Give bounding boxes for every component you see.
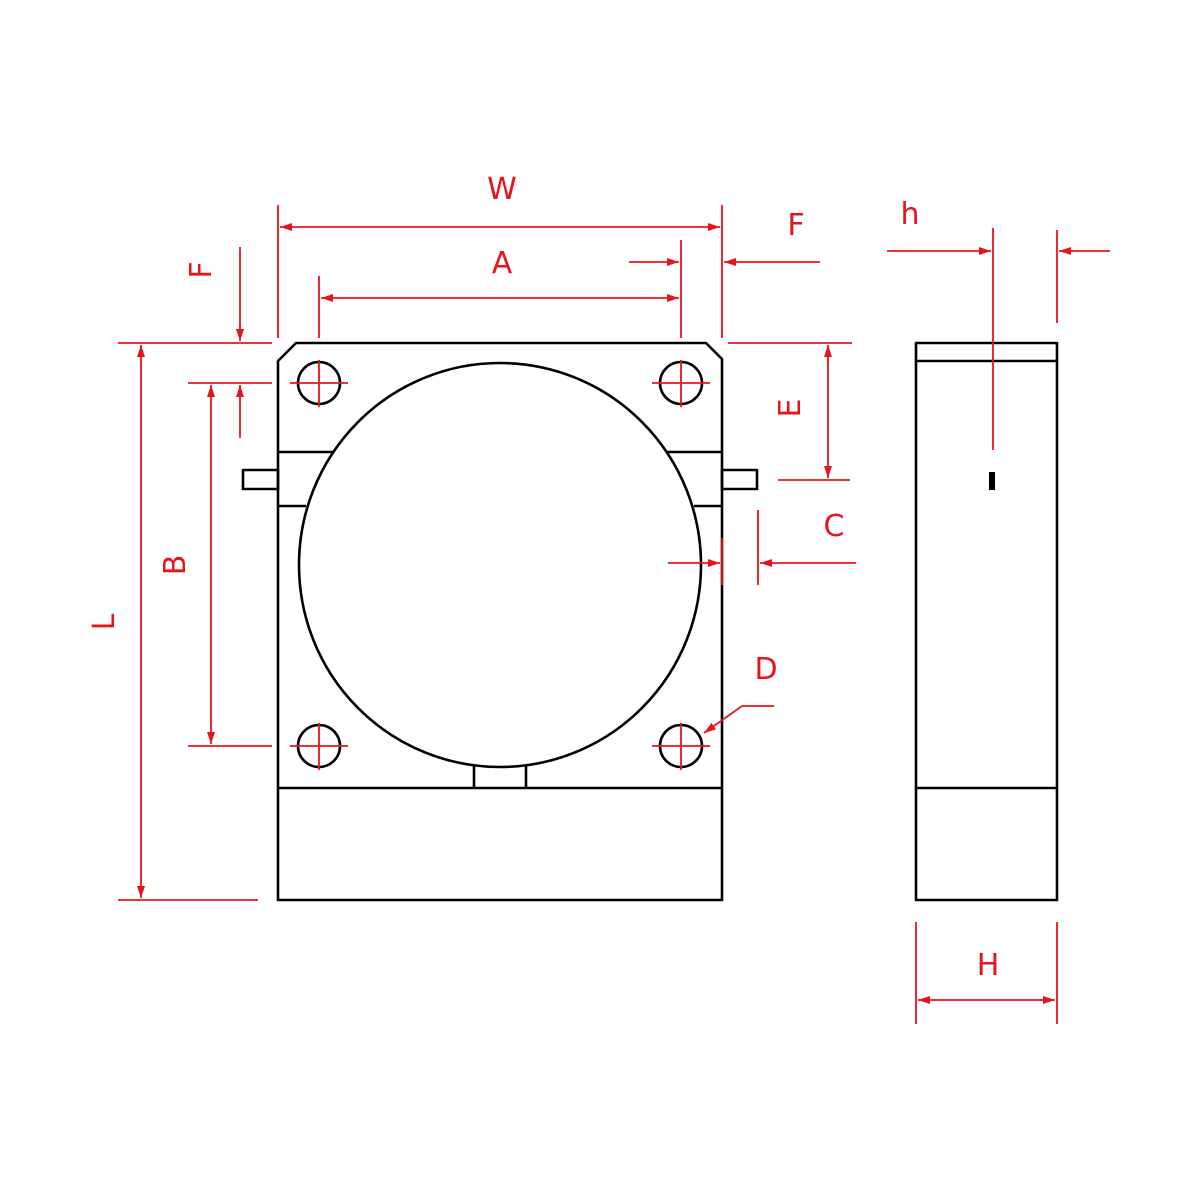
mounting-hole-bottom-right [652,723,710,770]
dimension-l: L [87,345,258,901]
dimension-b: B [158,385,272,747]
dimension-d: D [703,652,778,734]
label-h: H [977,948,1000,983]
dimension-a: A [318,240,682,338]
mounting-hole-top-left [290,360,348,407]
dimensions: W A F F L [87,172,1110,1024]
dimension-e: E [728,342,852,481]
dimension-h: H [915,922,1058,1024]
mounting-hole-top-right [652,360,710,407]
right-connector-lines [667,450,722,508]
label-f-left: F [184,261,219,278]
dimension-c: C [668,509,856,585]
central-cylinder [297,361,703,769]
mounting-hole-bottom-left [290,723,348,770]
label-l: L [87,613,122,630]
label-w: W [487,172,517,207]
right-connector-pin [720,468,759,491]
left-connector-pin [241,468,280,491]
dimension-f-left: F [118,247,272,438]
dimension-h-small: h [887,197,1110,450]
dimension-f-top: F [629,208,820,266]
label-c: C [824,509,845,544]
side-view [914,341,1059,902]
front-view [241,341,759,902]
side-pin-mark [989,472,995,490]
bottom-tab [472,766,528,788]
label-b: B [158,555,193,576]
label-h-small: h [900,197,919,232]
side-body-outline [914,341,1059,902]
label-d: D [754,652,777,687]
label-f-top: F [787,208,804,243]
front-body-outline [276,341,724,902]
left-connector-lines [278,450,333,508]
dimension-w: W [277,172,723,338]
label-a: A [492,246,513,281]
label-e: E [773,399,808,418]
